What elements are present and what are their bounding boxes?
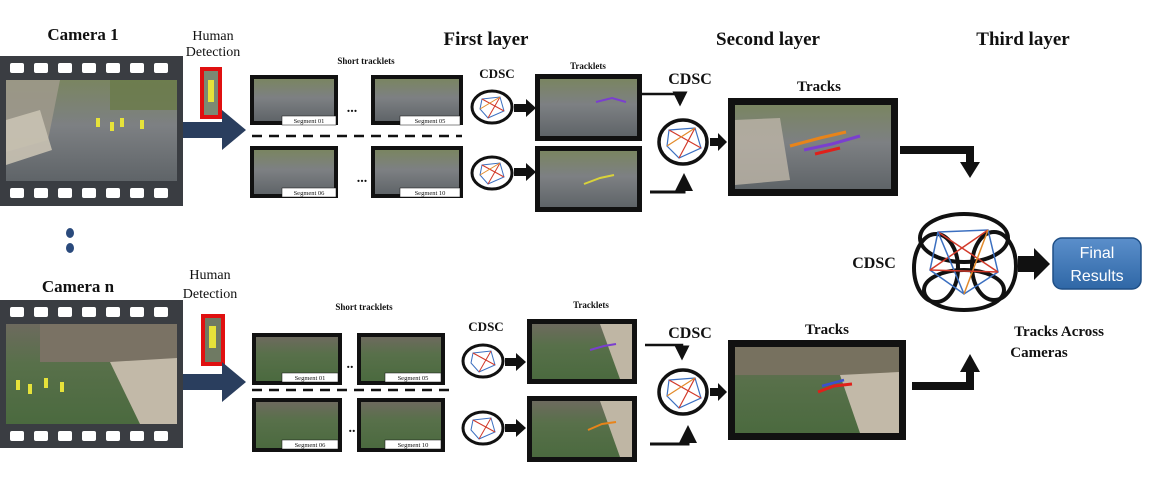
camera-n-segment-10: Segment 10 bbox=[357, 398, 445, 452]
svg-text:Segment 01: Segment 01 bbox=[295, 375, 326, 382]
camera-1-detection-box bbox=[200, 67, 222, 119]
camera-1-segment-01: Segment 01 bbox=[250, 75, 338, 126]
camera-n-to-third-layer-arrow bbox=[912, 370, 974, 390]
camera-1-arrow-cdsc-top bbox=[514, 99, 536, 117]
camera-n-cdsc-cluster-bottom bbox=[461, 410, 505, 446]
camera-n-segment-05: Segment 05 bbox=[357, 333, 445, 385]
camera-rows-ellipsis bbox=[66, 228, 74, 253]
svg-text:Results: Results bbox=[1070, 268, 1123, 285]
camera-n-segment-01: Segment 01 bbox=[252, 333, 342, 385]
camera-n-cdsc-label: CDSC bbox=[468, 319, 503, 334]
camera-n-arrow-cdsc-bottom bbox=[505, 419, 526, 437]
second-layer-title: Second layer bbox=[716, 29, 821, 50]
svg-text:Segment 05: Segment 05 bbox=[398, 375, 429, 382]
third-layer-cdsc-label: CDSC bbox=[852, 255, 896, 272]
camera-1-tracklets-bottom bbox=[535, 146, 642, 212]
camera-1-tracks-image bbox=[728, 98, 898, 196]
camera-1-cdsc2-cluster bbox=[657, 118, 709, 166]
camera-1-cdsc-cluster-top bbox=[470, 89, 514, 125]
camera-1-cdsc2-label: CDSC bbox=[668, 71, 712, 88]
camera-1-segment-06: Segment 06 bbox=[250, 146, 338, 198]
camera-n-connector-bottom bbox=[650, 425, 697, 446]
first-layer-title: First layer bbox=[444, 29, 530, 50]
third-layer-arrow-to-results bbox=[1018, 248, 1050, 280]
camera-n-film-frame bbox=[0, 300, 183, 448]
camera-n-label: Camera n bbox=[42, 277, 115, 296]
svg-text:Segment 06: Segment 06 bbox=[295, 442, 327, 449]
camera-n-connector-top bbox=[645, 343, 690, 361]
svg-text:Detection: Detection bbox=[186, 45, 240, 60]
svg-text:Tracks Across: Tracks Across bbox=[1014, 324, 1104, 340]
svg-text:Segment 10: Segment 10 bbox=[398, 442, 429, 449]
tracks-across-cameras-label: Tracks Across Cameras bbox=[1010, 324, 1104, 361]
camera-n-ellipsis-row1: .. bbox=[347, 357, 354, 372]
camera-n-short-tracklets-label: Short tracklets bbox=[335, 302, 393, 312]
camera-1-tracklets-label: Tracklets bbox=[570, 61, 606, 71]
third-layer-title: Third layer bbox=[976, 29, 1070, 50]
camera-1-ellipsis-row2: ... bbox=[357, 171, 368, 186]
camera-1-tracklets-top bbox=[535, 74, 642, 141]
third-layer-cdsc-cluster bbox=[912, 212, 1018, 312]
camera-n-tracks-label: Tracks bbox=[805, 322, 849, 338]
camera-1-cdsc-cluster-bottom bbox=[470, 155, 514, 191]
camera-1-tracks-label: Tracks bbox=[797, 79, 841, 95]
camera-1-connector-bottom bbox=[650, 173, 693, 194]
camera-1-detection-label: Human Detection bbox=[186, 29, 240, 60]
camera-1-short-tracklets-label: Short tracklets bbox=[337, 56, 395, 66]
camera-n-segment-06: Segment 06 bbox=[252, 398, 342, 452]
camera-1-connector-top bbox=[642, 91, 688, 107]
camera-1-label: Camera 1 bbox=[47, 25, 118, 44]
camera-n-ellipsis-row2: .. bbox=[349, 421, 356, 436]
camera-n-tracklets-bottom bbox=[527, 396, 637, 462]
camera-1-segment-10: Segment 10 bbox=[371, 146, 463, 198]
svg-text:Detection: Detection bbox=[183, 287, 237, 302]
camera-n-tracklets-label: Tracklets bbox=[573, 300, 609, 310]
camera-1-cdsc-label: CDSC bbox=[479, 66, 514, 81]
camera-1-arrow-cdsc-bottom bbox=[514, 163, 536, 181]
camera-n-arrow bbox=[183, 362, 246, 402]
camera-n-tracks-image bbox=[728, 340, 906, 440]
camera-n-cdsc2-cluster bbox=[657, 368, 709, 416]
camera-n-arrow-to-tracks bbox=[710, 383, 727, 401]
camera-1-to-third-layer-arrowhead bbox=[960, 162, 980, 178]
camera-1-to-third-layer-arrow bbox=[900, 146, 974, 164]
camera-n-tracklets-top bbox=[527, 319, 637, 384]
camera-n-cdsc2-label: CDSC bbox=[668, 325, 712, 342]
camera-n-arrow-cdsc-top bbox=[505, 353, 526, 371]
svg-text:Final: Final bbox=[1080, 245, 1115, 262]
svg-text:Cameras: Cameras bbox=[1010, 345, 1068, 361]
camera-1-arrow bbox=[183, 110, 246, 150]
svg-text:Human: Human bbox=[192, 29, 233, 44]
camera-n-detection-box bbox=[201, 314, 225, 366]
svg-text:Segment 05: Segment 05 bbox=[415, 118, 446, 125]
svg-text:Segment 06: Segment 06 bbox=[294, 190, 326, 197]
svg-text:Segment 01: Segment 01 bbox=[294, 118, 325, 125]
camera-n-to-third-layer-arrowhead bbox=[960, 354, 980, 372]
final-results-box: Final Results bbox=[1052, 237, 1142, 290]
camera-1-film-frame bbox=[0, 56, 183, 206]
svg-text:Segment 10: Segment 10 bbox=[415, 190, 446, 197]
camera-1-ellipsis-row1: ... bbox=[347, 101, 358, 116]
camera-1-segment-05: Segment 05 bbox=[371, 75, 463, 126]
camera-n-detection-label: Human Detection bbox=[183, 268, 237, 302]
svg-text:Human: Human bbox=[189, 268, 230, 283]
camera-1-arrow-to-tracks bbox=[710, 133, 727, 151]
camera-n-cdsc-cluster-top bbox=[461, 343, 505, 379]
